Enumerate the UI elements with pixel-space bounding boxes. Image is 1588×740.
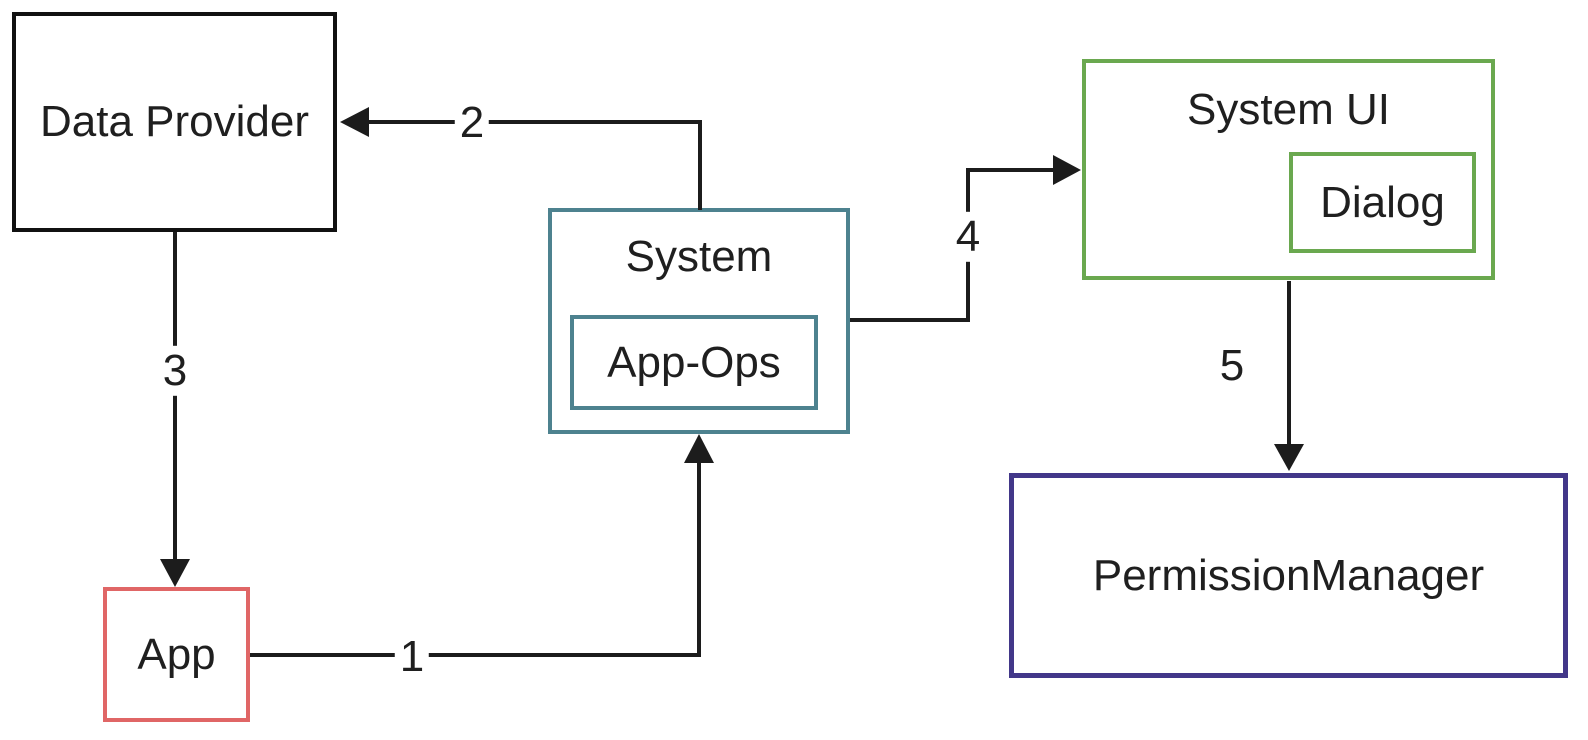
box-system-label: System bbox=[625, 232, 773, 281]
box-system: System App-Ops bbox=[548, 208, 850, 434]
box-permission-manager-label: PermissionManager bbox=[1092, 550, 1485, 600]
box-app-label: App bbox=[137, 629, 216, 679]
box-data-provider: Data Provider bbox=[12, 12, 337, 232]
box-dialog: Dialog bbox=[1289, 152, 1476, 253]
box-dialog-label: Dialog bbox=[1320, 177, 1445, 227]
box-permission-manager: PermissionManager bbox=[1009, 473, 1568, 678]
box-system-ui: System UI Dialog bbox=[1082, 59, 1495, 280]
box-app: App bbox=[103, 587, 250, 722]
box-system-ui-label: System UI bbox=[1187, 85, 1390, 134]
arrow-label-2: 2 bbox=[454, 97, 490, 149]
arrow-label-4: 4 bbox=[950, 211, 986, 263]
arrow-label-5: 5 bbox=[1214, 340, 1250, 392]
arrow-label-1: 1 bbox=[394, 631, 430, 683]
box-data-provider-label: Data Provider bbox=[39, 97, 309, 146]
arrow-3 bbox=[160, 232, 190, 587]
arrow-2 bbox=[340, 107, 702, 210]
box-app-ops: App-Ops bbox=[570, 315, 818, 410]
box-app-ops-label: App-Ops bbox=[607, 337, 781, 387]
arrow-5 bbox=[1274, 281, 1304, 471]
arrow-1 bbox=[250, 434, 714, 657]
arrow-label-3: 3 bbox=[157, 345, 193, 397]
